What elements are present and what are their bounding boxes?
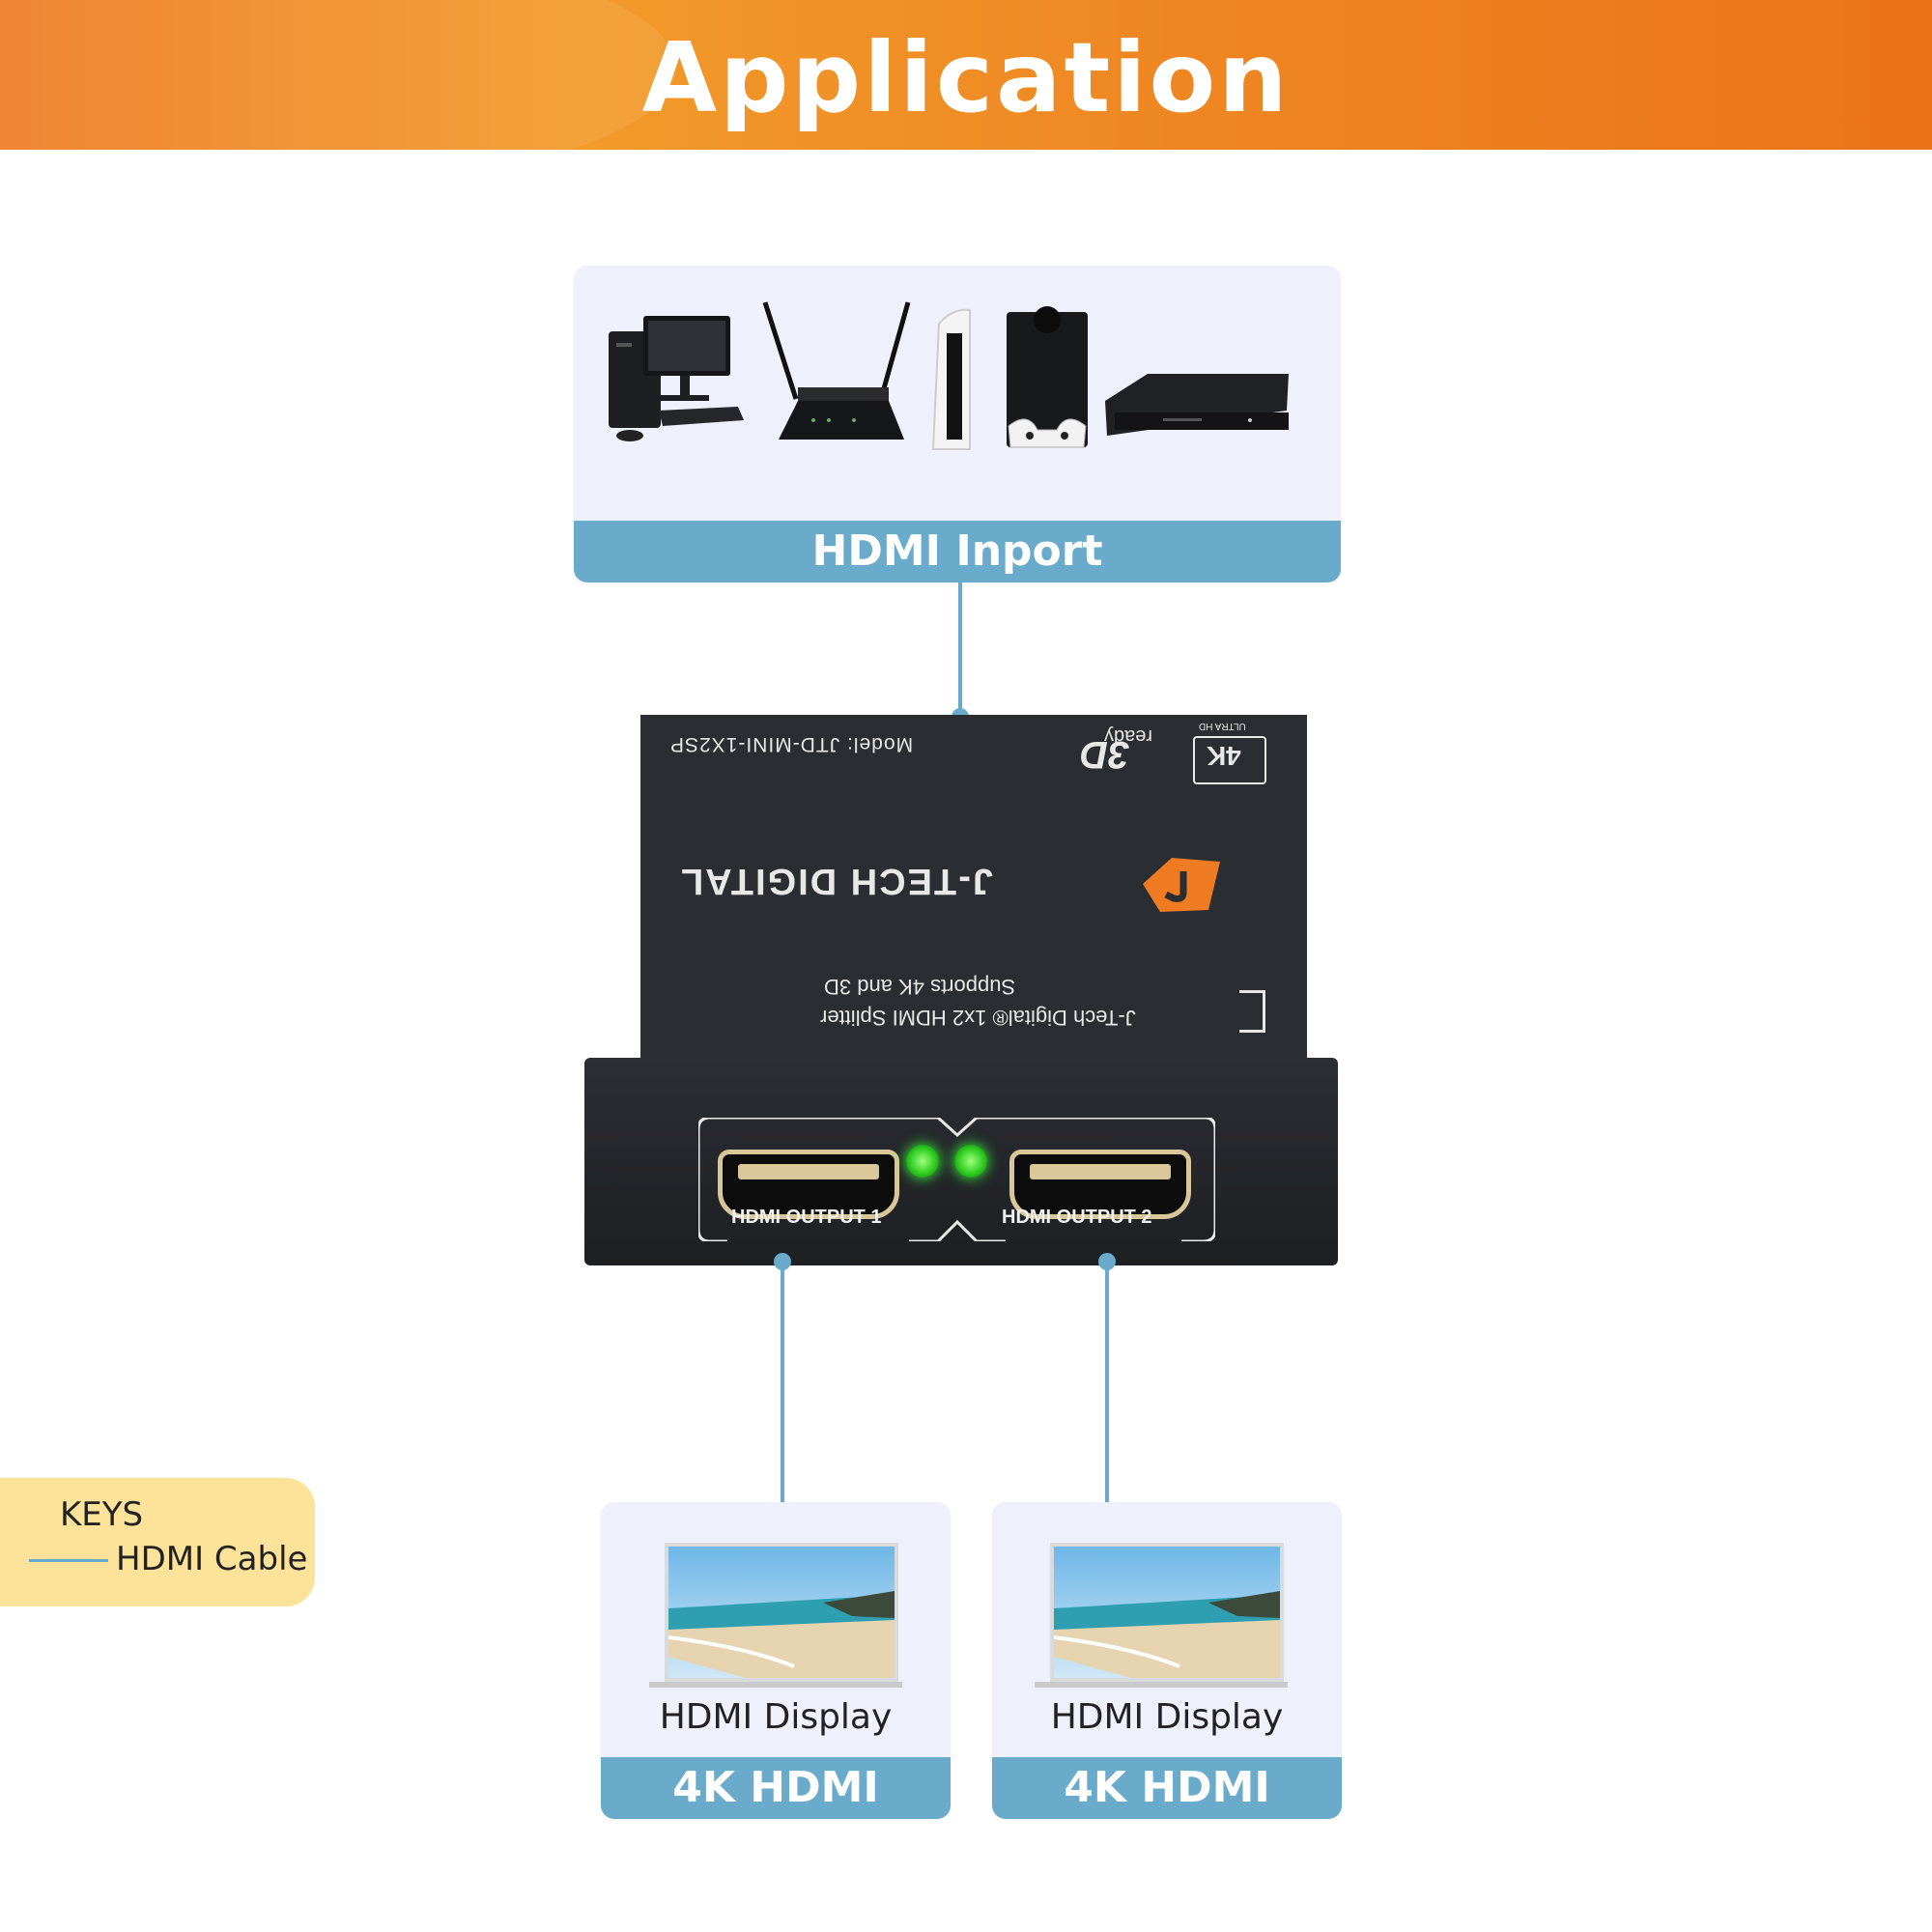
hdmi-cable-input-line (958, 582, 962, 718)
hdmi-cable-key-swatch (29, 1559, 108, 1562)
splitter-body (640, 715, 1307, 1063)
hdmi-cable-output-1-line (781, 1262, 784, 1503)
brand-logo-icon (1143, 858, 1220, 912)
display-label-2: 4K HDMI Output (992, 1757, 1342, 1819)
blu-ray-player-icon (1105, 374, 1289, 436)
keys-title: KEYS (60, 1495, 144, 1534)
4k-badge: 4K ULTRA HD (1193, 721, 1266, 784)
page-title: Application (641, 21, 1291, 134)
badge-uhd-text: ULTRA HD (1199, 721, 1246, 731)
header-banner: Application (0, 0, 1932, 150)
status-led-2 (954, 1145, 987, 1178)
source-devices-illustration (609, 301, 1289, 450)
tv-icon (649, 1543, 902, 1688)
display-label-1: 4K HDMI Output (601, 1757, 951, 1819)
source-devices-panel: HDMI Inport (574, 266, 1341, 582)
brand-name: J-TECH DIGITAL (679, 861, 993, 901)
tv-icon (1035, 1543, 1288, 1688)
display-caption-2: HDMI Display (1050, 1697, 1284, 1737)
hdmi-cable-output-2-line (1105, 1262, 1109, 1503)
display-caption-1: HDMI Display (659, 1697, 893, 1737)
display-panel-2: HDMI Display 4K HDMI Output (992, 1502, 1342, 1819)
product-name: J-Tech Digital® 1x2 HDMI Splitter (820, 1006, 1136, 1030)
label-bracket (1239, 990, 1265, 1033)
model-number: Model: JTD-MINI-1X2SP (669, 733, 914, 755)
badge-ready-text: ready (1104, 725, 1153, 747)
hdmi-cable-key-label: HDMI Cable (116, 1540, 308, 1578)
pc-icon (609, 316, 744, 441)
output-1-label: HDMI OUTPUT 1 (731, 1207, 882, 1228)
game-console-icon (1007, 306, 1088, 448)
status-led-1 (906, 1145, 939, 1178)
keys-legend: KEYS HDMI Cable (0, 1478, 315, 1606)
game-console-icon (931, 308, 971, 450)
router-icon (762, 301, 911, 440)
splitter-top-face: 4K ULTRA HD 3D ready Model: JTD-MINI-1X2… (640, 715, 1307, 1063)
splitter-front-panel: HDMI OUTPUT 1 HDMI OUTPUT 2 (584, 1058, 1338, 1265)
product-features: Supports 4K and 3D (824, 975, 1016, 999)
badge-4k-text: 4K (1207, 741, 1241, 771)
output-2-label: HDMI OUTPUT 2 (1002, 1207, 1152, 1228)
hdmi-port-1 (718, 1150, 899, 1219)
source-panel-label: HDMI Inport (574, 521, 1341, 582)
display-panel-1: HDMI Display 4K HDMI Output (601, 1502, 951, 1819)
hdmi-port-2 (1009, 1150, 1191, 1219)
